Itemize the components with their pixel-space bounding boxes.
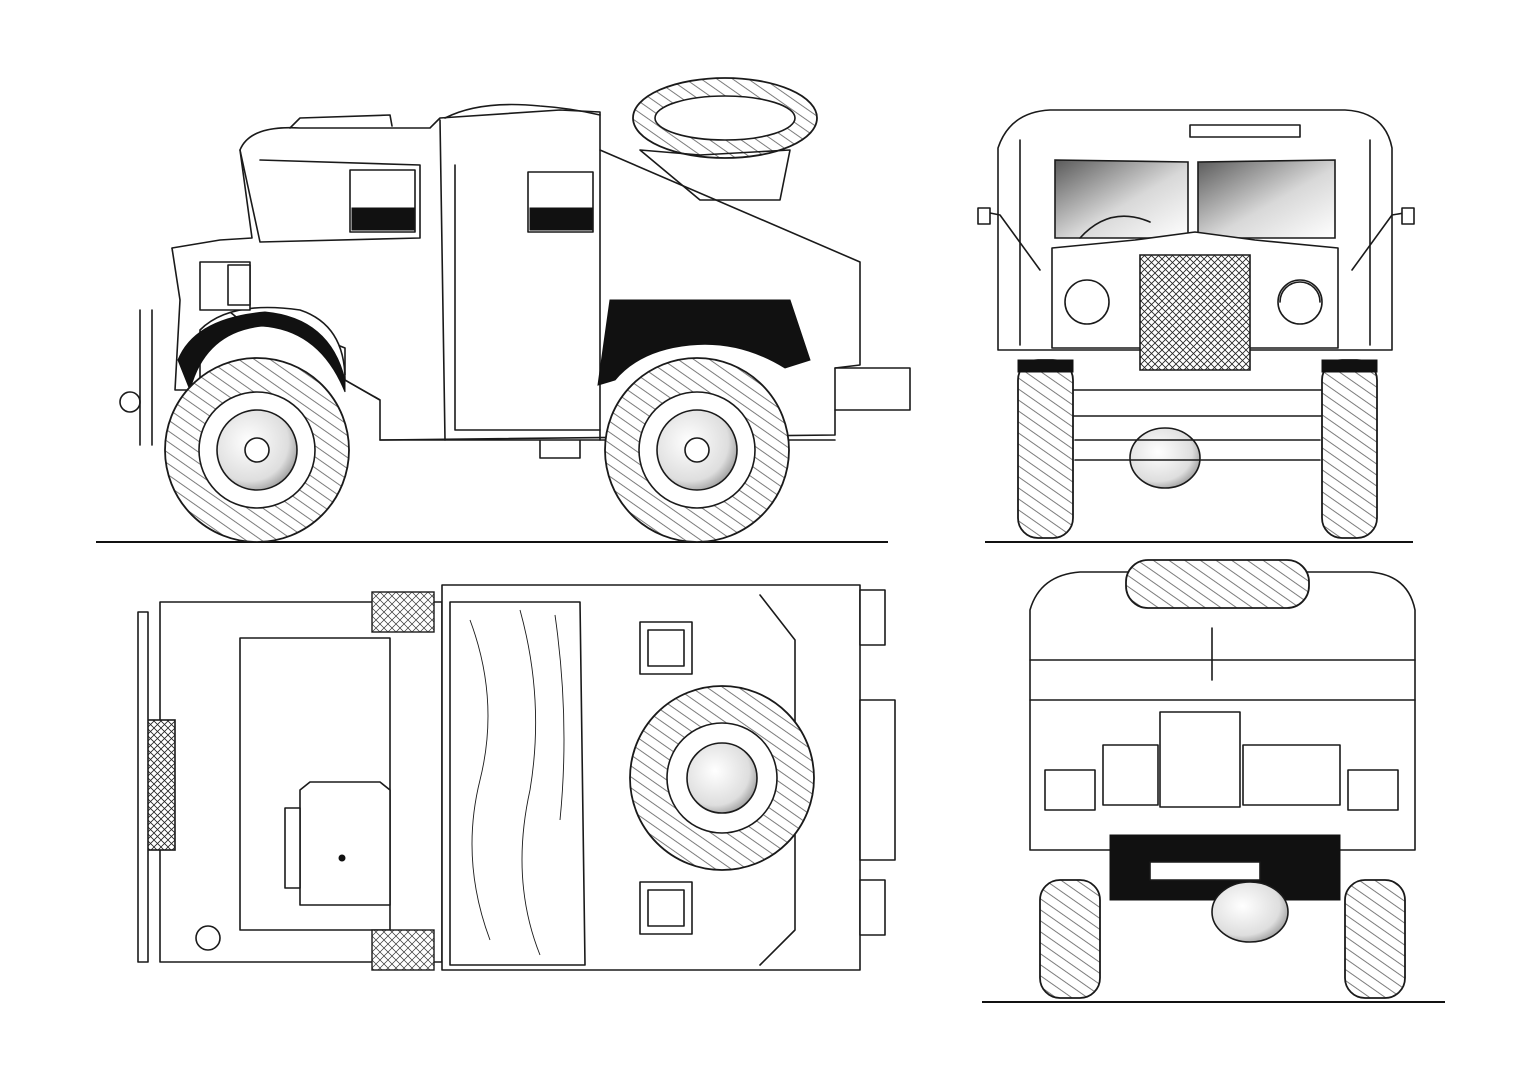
- top-tarp: [449, 601, 586, 966]
- side-spare-bracket: [639, 149, 791, 201]
- side-front-hub-cap: [244, 437, 270, 463]
- side-panel-seams: [439, 119, 601, 441]
- side-cab-window: [349, 169, 416, 233]
- side-view: [96, 77, 911, 543]
- front-tire-right: [1321, 359, 1378, 539]
- front-steering-wheel: [1079, 215, 1151, 239]
- side-roof-hatch: [289, 114, 393, 129]
- front-windscreen-left: [1054, 159, 1189, 239]
- rear-locker-left: [1102, 744, 1159, 806]
- rear-locker-right: [1242, 744, 1341, 806]
- top-rear-bracket-2: [859, 879, 886, 936]
- rear-view: [982, 559, 1445, 1003]
- front-headlamp-left: [1064, 279, 1110, 325]
- side-spare-rim: [654, 95, 796, 141]
- front-headlamp-cowl: [1279, 281, 1321, 303]
- side-cab-window-dark: [351, 207, 415, 231]
- top-footplate-left: [371, 591, 435, 633]
- side-headlamp-housing: [227, 264, 251, 306]
- rear-spare-tire: [1125, 559, 1310, 609]
- top-view: [137, 584, 896, 971]
- front-mirror-right: [1401, 207, 1415, 225]
- top-tow-frame: [859, 699, 896, 861]
- top-roof-hatch-2-inner: [647, 889, 685, 927]
- side-tow-hook: [119, 391, 141, 413]
- top-roof-hatch-1-inner: [647, 629, 685, 667]
- top-hatch-bolt: [338, 854, 346, 862]
- rear-tire-right: [1344, 879, 1406, 999]
- top-rear-bracket-1: [859, 589, 886, 646]
- side-rear-window: [527, 171, 594, 233]
- rear-differential: [1211, 881, 1289, 943]
- side-cab-window-frame: [239, 149, 421, 243]
- front-headlamp-right: [1277, 279, 1323, 325]
- rear-lamp-left: [1044, 769, 1096, 811]
- front-tire-left: [1017, 359, 1074, 539]
- side-door-outline: [454, 164, 601, 431]
- front-mirror-left: [977, 207, 991, 225]
- front-fender-tips: [1017, 359, 1378, 373]
- rear-body-seams: [1029, 659, 1416, 701]
- top-filler-cap: [195, 925, 221, 951]
- top-front-bumper: [137, 611, 149, 963]
- side-rear-bumper: [834, 367, 911, 411]
- rear-door-center: [1159, 711, 1241, 808]
- side-front-bumper: [139, 309, 153, 446]
- side-rear-hub-cap: [684, 437, 710, 463]
- front-windscreen-right: [1197, 159, 1336, 239]
- rear-tow-bar: [1149, 861, 1261, 881]
- front-differential: [1129, 427, 1201, 489]
- side-rear-fender: [597, 299, 811, 386]
- side-front-fender: [177, 311, 346, 393]
- rear-lamp-right: [1347, 769, 1399, 811]
- top-spare-hub: [686, 742, 758, 814]
- top-footplate-right: [371, 929, 435, 971]
- front-view: [977, 109, 1415, 543]
- front-axle: [1074, 439, 1321, 461]
- front-roof-vent: [1189, 124, 1301, 138]
- top-hatch-handle: [284, 807, 301, 889]
- top-hatch: [299, 781, 391, 906]
- front-bumper: [1024, 389, 1364, 417]
- front-grille: [1139, 254, 1251, 371]
- top-tarp-folds: [469, 609, 565, 956]
- rear-tire-left: [1039, 879, 1101, 999]
- side-rear-window-dark: [529, 207, 593, 231]
- side-tarp: [444, 103, 601, 119]
